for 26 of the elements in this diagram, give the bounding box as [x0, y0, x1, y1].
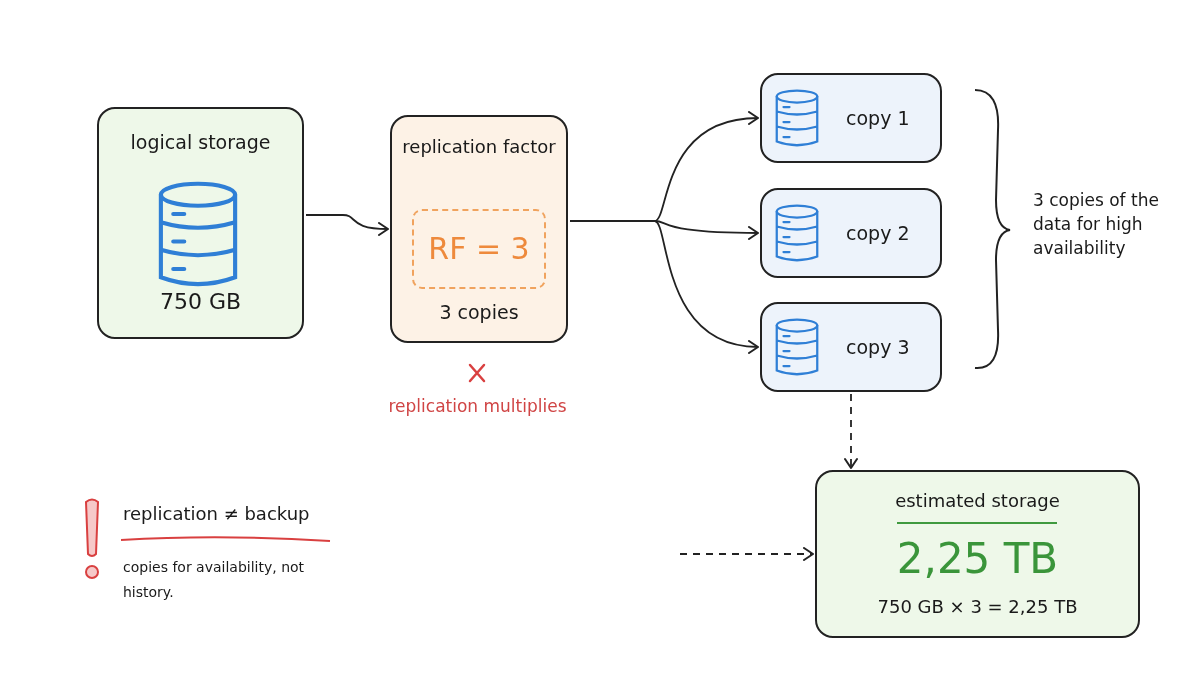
factor-box: [412, 209, 546, 289]
copy-card: [760, 302, 942, 392]
copy-name: copy 2: [846, 222, 910, 244]
card-heading: logical storage: [129, 131, 272, 153]
result-card: [815, 470, 1140, 638]
copy-name: copy 1: [846, 107, 910, 129]
storage-card: [97, 107, 304, 339]
copy-name: copy 3: [846, 336, 910, 358]
storage-value: 750 GB: [158, 289, 243, 314]
note-text: 3 copies of the data for high availability: [1033, 189, 1160, 260]
copies-count: 3 copies: [438, 301, 520, 323]
copy-card: [760, 73, 942, 163]
warning-text: copies for availability, not history.: [123, 558, 306, 602]
storage-formula: 750 GB × 3 = 2,25 TB: [876, 596, 1079, 617]
note-text: replication multiplies: [387, 396, 568, 416]
card-heading: replication factor: [401, 135, 557, 159]
card-heading: estimated storage: [894, 490, 1061, 511]
arrow: [569, 220, 759, 353]
factor-card: [390, 115, 568, 343]
warning-heading: replication ≠ backup: [123, 503, 310, 524]
copy-card: [760, 188, 942, 278]
arrow: [844, 393, 858, 469]
factor-value: RF = 3: [427, 231, 531, 266]
storage-total: 2,25 TB: [895, 534, 1060, 583]
arrow: [305, 214, 389, 236]
arrow: [679, 547, 814, 561]
